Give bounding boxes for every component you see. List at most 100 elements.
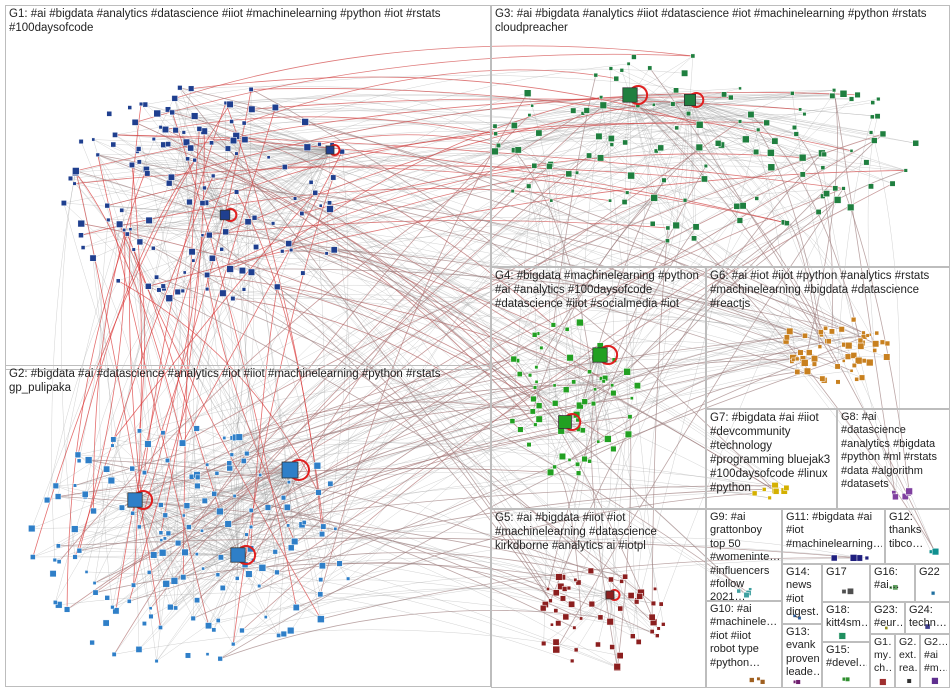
node-g1[interactable]: [300, 270, 306, 276]
node-g2[interactable]: [148, 606, 153, 611]
group-box-g17[interactable]: G17: [822, 564, 870, 602]
node-g2[interactable]: [158, 625, 163, 630]
node-g4[interactable]: [593, 387, 597, 392]
node-g1[interactable]: [244, 218, 252, 226]
node-g2[interactable]: [292, 604, 300, 611]
node-g1[interactable]: [327, 200, 332, 206]
node-g3[interactable]: [849, 149, 854, 153]
node-g3[interactable]: [650, 194, 658, 202]
node-g3[interactable]: [685, 111, 692, 117]
node-g1[interactable]: [169, 109, 175, 116]
node-g2[interactable]: [240, 458, 247, 464]
node-g6[interactable]: [861, 330, 866, 335]
node-g1[interactable]: [162, 126, 169, 133]
node-g1[interactable]: [312, 190, 319, 196]
node-g2[interactable]: [194, 552, 199, 557]
node-g4[interactable]: [529, 408, 536, 415]
node-g1[interactable]: [182, 138, 191, 146]
node-g3[interactable]: [879, 130, 887, 138]
node-g5[interactable]: [573, 647, 579, 653]
node-g2[interactable]: [319, 562, 326, 570]
node-g3[interactable]: [871, 137, 878, 144]
node-g5[interactable]: [636, 592, 643, 600]
node-g3[interactable]: [754, 196, 759, 201]
node-g5[interactable]: [635, 639, 642, 645]
node-g1[interactable]: [303, 143, 312, 151]
node-g5[interactable]: [597, 614, 604, 621]
node-g1[interactable]: [182, 270, 187, 275]
hub-node-g4[interactable]: [592, 347, 608, 363]
node-g3[interactable]: [728, 94, 734, 101]
hub-node-g3[interactable]: [684, 94, 697, 107]
node-g3[interactable]: [691, 235, 697, 242]
node-g3[interactable]: [823, 190, 830, 197]
node-g3[interactable]: [535, 129, 543, 137]
node-g19[interactable]: [879, 678, 887, 686]
node-g4[interactable]: [550, 322, 556, 328]
node-g4[interactable]: [516, 371, 523, 377]
node-g6[interactable]: [841, 359, 846, 363]
node-g2[interactable]: [55, 601, 63, 609]
node-g1[interactable]: [266, 155, 271, 160]
node-g6[interactable]: [838, 326, 845, 333]
node-g5[interactable]: [606, 618, 614, 626]
node-g15[interactable]: [845, 676, 851, 682]
node-g5[interactable]: [655, 633, 660, 638]
node-g3[interactable]: [695, 121, 704, 129]
node-g3[interactable]: [608, 198, 612, 203]
node-g2[interactable]: [73, 483, 77, 488]
node-g3[interactable]: [820, 165, 826, 170]
node-g1[interactable]: [188, 85, 195, 92]
node-g5[interactable]: [650, 600, 656, 606]
node-g3[interactable]: [771, 137, 779, 145]
node-g3[interactable]: [672, 221, 680, 230]
node-g2[interactable]: [90, 507, 97, 515]
node-g2[interactable]: [257, 583, 262, 588]
node-g1[interactable]: [191, 112, 199, 120]
node-g2[interactable]: [137, 524, 142, 530]
node-g2[interactable]: [76, 458, 82, 464]
node-g3[interactable]: [530, 103, 534, 108]
node-g1[interactable]: [318, 203, 323, 208]
node-g3[interactable]: [798, 153, 807, 162]
node-g1[interactable]: [293, 196, 298, 201]
node-g2[interactable]: [181, 513, 186, 518]
node-g5[interactable]: [573, 577, 578, 582]
node-g1[interactable]: [209, 254, 216, 262]
node-g3[interactable]: [673, 87, 679, 94]
node-g2[interactable]: [55, 543, 61, 549]
node-g3[interactable]: [701, 175, 708, 183]
node-g4[interactable]: [534, 379, 539, 384]
group-box-g8[interactable]: G8: #ai #datascience #analytics #bigdata…: [837, 409, 950, 509]
node-g1[interactable]: [241, 136, 249, 143]
node-g8[interactable]: [901, 493, 909, 500]
node-g2[interactable]: [110, 605, 115, 610]
node-g5[interactable]: [630, 633, 636, 639]
node-g1[interactable]: [156, 287, 162, 293]
node-g3[interactable]: [802, 112, 807, 117]
node-g5[interactable]: [548, 598, 553, 603]
node-g6[interactable]: [883, 353, 891, 361]
node-g5[interactable]: [570, 658, 575, 664]
node-g3[interactable]: [821, 151, 827, 158]
node-g5[interactable]: [541, 640, 547, 646]
hub-node-g1[interactable]: [219, 209, 231, 221]
node-g3[interactable]: [570, 107, 577, 114]
node-g3[interactable]: [815, 209, 822, 215]
node-g2[interactable]: [186, 524, 192, 530]
node-g1[interactable]: [165, 106, 171, 113]
node-g4[interactable]: [634, 382, 641, 390]
node-g3[interactable]: [549, 198, 554, 203]
node-g21[interactable]: [931, 677, 939, 685]
node-g8[interactable]: [892, 493, 899, 501]
node-g1[interactable]: [154, 274, 160, 280]
node-g3[interactable]: [523, 89, 532, 97]
node-g1[interactable]: [135, 146, 142, 152]
node-g2[interactable]: [144, 440, 152, 448]
node-g1[interactable]: [196, 126, 203, 132]
node-g3[interactable]: [681, 69, 689, 77]
node-g17[interactable]: [847, 587, 854, 595]
node-g3[interactable]: [763, 119, 770, 127]
node-g3[interactable]: [733, 203, 741, 210]
node-g1[interactable]: [219, 247, 224, 252]
